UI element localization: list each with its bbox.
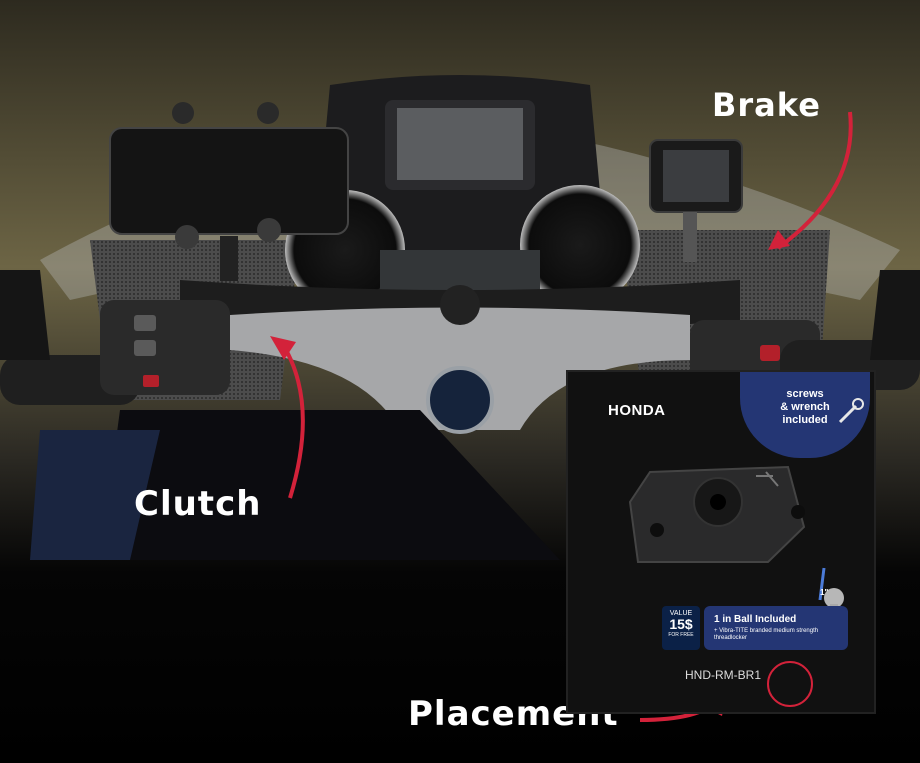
brake-arrow [776,111,853,250]
ball-size-mark: 1" [820,588,829,597]
clutch-arrow [278,338,305,499]
ball-included-title: 1 in Ball Included [714,614,797,625]
left-switchgear [100,300,230,395]
brake-callout: Brake [712,86,821,124]
ignition-knob [440,285,480,325]
included-badge: screws & wrench included [740,372,870,458]
blue-fairing-left [30,430,160,560]
mount-plate-illustration [628,465,844,707]
fuel-tank [100,410,560,560]
part-number: HND-RM-BR1 [685,668,761,682]
badge-line-2: & wrench [780,401,830,413]
badge-line-1: screws [786,388,824,400]
top-screen [397,108,523,180]
badge-line-3: included [782,414,828,426]
right-mirror [870,270,920,360]
brand-label: HONDA [608,402,666,419]
value-badge: VALUE 15$ FOR FREE [662,606,700,650]
brand-logo-mark [756,471,779,487]
wrench-icon [838,398,864,424]
left-mirror [0,270,50,360]
value-amount: 15$ [669,616,693,632]
ball-icon [824,588,844,608]
mounted-phone [109,127,349,235]
clutch-callout: Clutch [134,484,262,524]
tachometer [520,185,640,305]
ball-included-subtitle: + Vibra-TITE branded medium strength thr… [714,628,819,641]
product-card: HONDA screws & wrench included VALUE 15$… [566,370,876,714]
ball-included-banner: 1 in Ball Included + Vibra-TITE branded … [704,606,848,650]
value-label: VALUE [669,610,693,617]
part-number-highlight [767,661,813,707]
bmw-logo [426,366,494,434]
value-note: FOR FREE [668,632,694,638]
